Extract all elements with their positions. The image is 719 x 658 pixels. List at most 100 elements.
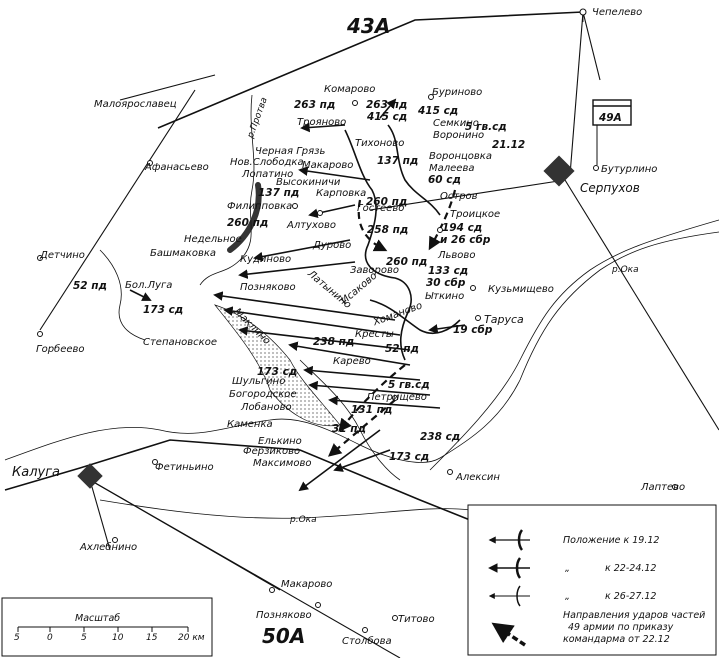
place-nedelnoe: Недельное [184,234,242,245]
unit-133cd: 133 сд [428,265,468,277]
place-troyanovo: Трояново [297,117,346,128]
unit-labels: 263 пд 263 пд 415 cд 415 сд 5 гв.сд 21.1… [73,99,525,463]
scale-tick-3: 5 [81,633,87,643]
place-lvovo: Львово [437,250,475,261]
unit-52pd-a: 52 пд [73,280,107,292]
place-maksimovo: Максимово [253,458,311,469]
unit-30sbr: 30 сбр [426,277,466,289]
army-49-flag: 49А [592,99,632,165]
place-nov-slobodka: Нов.Слободка [230,156,304,168]
date-2112: 21.12 [492,139,525,151]
unit-415cd-b: 415 сд [366,111,407,123]
place-stolbova: Столбова [342,635,392,647]
place-maleeva: Малеева [429,163,474,174]
place-petrishchevo: Петрищево [367,392,427,403]
place-kamenka: Каменка [227,419,273,430]
place-elkino: Елькино [258,436,302,447]
front-lines [338,124,461,433]
town-markers [37,8,678,633]
place-fetinino: Фетиньино [155,462,214,473]
place-chernaya-gryaz: Черная Грязь [255,146,325,157]
place-durovo: Дурово [312,240,351,251]
place-bol-luga: Бол.Луга [125,280,172,291]
unit-263pd-a: 263 пд [294,99,335,111]
serpukhov-city-icon [543,155,575,187]
place-troitskoe: Троицкое [450,209,500,220]
place-karpovka: Карповка [316,188,366,199]
place-labels: Чепелево Малоярославец Афанасьево Комаро… [12,7,685,647]
legend-item-4-line2: 49 армии по приказу [568,622,674,633]
army-49-label: 49А [598,112,622,124]
unit-173cd-c: 173 сд [389,451,429,463]
unit-60cd: 60 сд [428,174,461,186]
scale-tick-4: 10 [112,633,124,643]
place-khomanovo: Хоманово [371,300,424,328]
scale-tick-5: 15 [146,633,158,643]
army-43-label: 43А [346,14,390,38]
unit-238pd: 238 пд [313,336,354,348]
legend: Положение к 19.12 „ к 22-24.12 „ к 26-27… [467,504,717,656]
unit-415cd-a: 415 cд [417,105,458,117]
place-maloyaroslavets: Малоярославец [94,99,177,110]
place-burinovo: Буриново [432,87,482,98]
unit-173cd-a: 173 сд [143,304,183,316]
river-oka-north: р.Ока [611,265,639,275]
place-chepelevo: Чепелево [592,7,642,18]
unit-258pd: 258 пд [367,224,408,236]
place-kresty: Кресты [355,329,394,340]
unit-260pd-b: 260 пд [227,217,268,229]
place-gosteevo: Гостеево [357,203,404,214]
place-voronino: Воронино [433,130,484,141]
place-ytkino: Ыткино [425,291,464,302]
attack-arrows [129,98,466,492]
place-kuzmishchevo: Кузьмищево [488,284,554,295]
unit-137pd-a: 137 пд [377,155,418,167]
legend-item-4-line1: Направления ударов частей [563,610,705,621]
place-ferzikovo: Ферзиково [243,446,300,457]
unit-52pd-b: 52 пд [385,343,419,355]
place-bogorodskoe: Богородское [229,389,297,400]
scale-bar: Масштаб 5 0 5 10 15 20 км [1,597,213,657]
scale-tick-2: 0 [47,633,53,643]
place-kudinovo: Кудиново [240,254,291,265]
scale-tick-1: 5 [14,633,20,643]
rivers [4,94,719,519]
place-filippovka: Филипповка [227,201,292,212]
legend-item-3: к 26-27.12 [605,591,656,602]
place-makarovo-north: Макарово [302,160,353,171]
place-makarovo-south: Макарово [281,579,332,590]
place-butyrlino: Бутурлино [601,164,657,175]
place-gorbeevo: Горбеево [36,343,85,355]
place-akhlebnino: Ахлебнино [79,541,137,553]
unit-5gv-b: 5 гв.сд [388,379,430,391]
place-shulgino: Шульгино [232,376,285,387]
place-poznyakovo: Позняково [240,282,296,293]
railways [39,11,719,658]
legend-item-1: Положение к 19.12 [563,535,659,546]
place-titovo: Титово [398,614,435,625]
legend-item-2: к 22-24.12 [605,563,656,574]
unit-263pd-b: 263 пд [366,99,407,111]
place-serpukhov: Серпухов [580,181,640,195]
place-tarusa: Таруса [484,313,524,326]
unit-31pd: 31 пд [332,423,366,435]
place-komarovo: Комарово [324,84,375,95]
place-tikhonovo: Тихоново [355,138,404,149]
place-zavorovo: Заворово [350,265,399,276]
unit-260pd-c: 260 пд [386,256,427,268]
place-bashmakovka: Башмаковка [150,248,216,259]
unit-26sbr: и 26 сбр [440,234,491,246]
army-50-label: 50А [262,624,305,648]
kaluga-city-icon [77,463,103,489]
place-vysokinichi: Высокиничи [276,177,341,188]
unit-131pd: 131 пд [351,404,392,416]
place-poznyakovo-south: Позняково [256,610,312,621]
unit-5gv-a: 5 гв.сд [465,121,507,133]
unit-194cd: 194 сд [442,222,482,234]
legend-item-4-line3: командарма от 22.12 [563,634,670,645]
unit-137pd-b: 137 пд [258,187,299,199]
place-aleksin: Алексин [455,472,500,483]
unit-238cd: 238 сд [420,431,460,443]
place-afanasyevo: Афанасьево [144,162,209,173]
unit-19sbr: 19 сбр [453,324,493,336]
